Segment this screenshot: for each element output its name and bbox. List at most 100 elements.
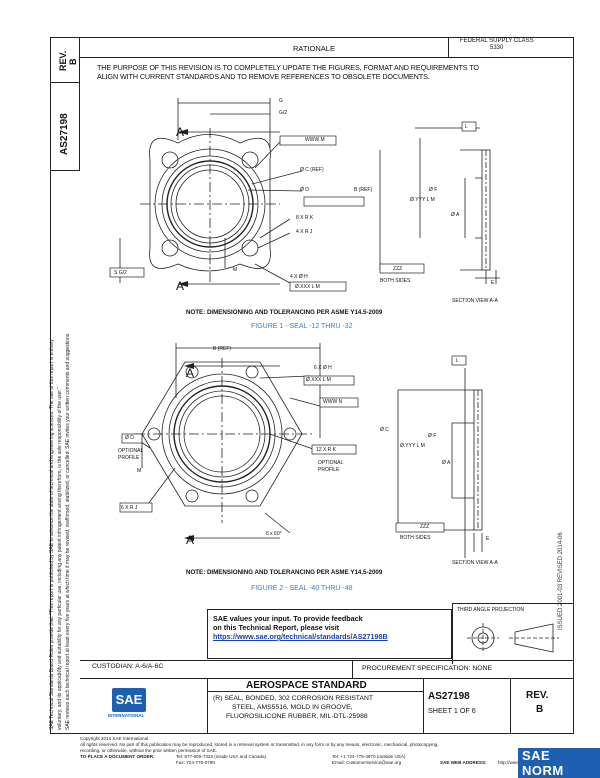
feedback-box: SAE values your input. To provide feedba… [207,609,452,659]
fig2-www-n: WWW N [323,399,343,405]
fig1-section: SECTION VIEW A-A [452,298,498,304]
fig1-caption: FIGURE 1 - SEAL -12 THRU -32 [251,323,353,330]
aerospace-standard: AEROSPACE STANDARD [246,680,367,691]
title-doc-number: AS27198 [428,691,470,702]
side-notice-line1: SAE Technical Standards Board Rules prov… [49,339,55,730]
fig1-a-bottom: A [176,279,185,293]
fig2-a-top: A [186,366,195,380]
title-block-divider-2 [423,678,424,734]
title-block-divider-1 [207,678,208,734]
rationale-text-1: THE PURPOSE OF THIS REVISION IS TO COMPL… [97,63,479,72]
watermark: SAE NORM [518,748,600,778]
fig2-zzz: ZZZ [420,524,430,530]
fig1-xxx-lm: Ø.XXX L M [295,284,320,290]
fig2-xxx-lm: Ø.XXX L M [306,377,331,383]
fig1-b-ref: B (REF) [354,187,373,193]
title-line-2: STEEL, AMS5516, MOLD IN GROOVE, [232,704,353,711]
fig1-l: L [465,124,468,130]
title-block-divider-3 [510,678,511,734]
fig2-yyy-lm: Ø.YYY L M [400,443,425,449]
sae-logo-sub: INTERNATIONAL [108,713,145,718]
fed-supply-class: FEDERAL SUPPLY CLASS [460,38,534,44]
doc-number-box: AS27198 [50,83,80,171]
footer-contact-row: Fax: 724-776-0790 Email: CustomerService… [80,760,580,766]
fig2-both-sides: BOTH SIDES [400,535,431,541]
title-line-3: FLUOROSILICONE RUBBER, MIL-DTL-25988 [226,713,368,720]
fig1-note: NOTE: DIMENSIONING AND TOLERANCING PER A… [186,309,383,316]
sheet-number: SHEET 1 OF 6 [428,706,476,715]
fig1-4xh: 4 X Ø H [290,274,308,280]
fig1-zzz: ZZZ [393,266,403,272]
rev-box: REV. B [50,37,80,83]
header-rule [80,57,574,58]
projection-label: THIRD ANGLE PROJECTION [457,607,524,613]
fig1-both-sides: BOTH SIDES [380,278,411,284]
fig2-l: L [456,358,459,364]
rev-value-vertical: B [68,58,78,66]
projection-box: THIRD ANGLE PROJECTION [452,603,574,664]
fig2-6xrj: 6 X R J [121,505,138,511]
footer-fax: Fax: 724-776-0790 [176,760,215,765]
footer-web[interactable]: http://www.sae.org [498,760,536,765]
footer-rights: All rights reserved. No part of this pub… [80,742,439,747]
footer-email: Email: CustomerService@sae.org [332,760,402,765]
footer-tel-2: Tel: +1 724-776-4970 (outside USA) [332,754,406,759]
figure-1-drawing [109,98,500,292]
fig2-phi-a: Ø A [442,460,451,466]
fig2-phi-f: Ø F [428,433,437,439]
footer-order-label: TO PLACE A DOCUMENT ORDER: [80,754,155,759]
drawing-frame [50,37,574,734]
fig2-phi-c: Ø C [380,427,389,433]
fig2-phi-d: Ø D [125,435,134,441]
rationale-text-2: ALIGN WITH CURRENT STANDARDS AND TO REMO… [97,72,430,81]
footer-copyright: Copyright 2014 SAE International [80,736,149,741]
side-notice-line2: voluntary, and its applicability and sui… [57,387,63,730]
fig2-6xh: 6 X Ø H [314,365,332,371]
fig1-phi-d: Ø D [300,187,309,193]
procurement-spec: PROCUREMENT SPECIFICATION: NONE [362,665,493,672]
fig1-g2-label: G/2 [279,110,288,116]
fig1-e: E [491,280,495,286]
fig1-g-label: G [279,98,283,104]
fig1-4xrj: 4 X R J [296,229,313,235]
fig1-phi-a: Ø A [451,212,460,218]
footer-web-label: SAE WEB ADDRESS: [440,760,487,765]
fig2-6x60: 6 x 60° [266,531,282,537]
fsc-divider [448,37,449,57]
custodian-top-rule [80,660,574,661]
fig2-section: SECTION VIEW A-A [452,560,498,566]
fig2-m: M [137,468,142,474]
projection-symbol [467,623,559,653]
feedback-link[interactable]: https://www.sae.org/technical/standards/… [213,632,388,641]
fig2-b-ref: B (REF) [213,346,232,352]
fig1-yyy-lm: Ø.YYY L M [410,197,435,203]
fig2-optional-profile-right: OPTIONAL PROFILE [318,460,344,473]
fig1-8xrk: 8 X R K [296,215,314,221]
fed-supply-number: 5330 [490,45,504,51]
title-line-1: (R) SEAL, BONDED, 302 CORROSION RESISTAN… [213,695,374,702]
fig2-e: E [486,536,490,542]
fig1-phi-f: Ø F [429,187,438,193]
aero-rule [207,691,423,692]
fig1-s-g2: S G/2 [114,270,127,276]
side-notice-line3: SAE reviews each technical report at lea… [65,332,71,730]
figure-2-drawing [119,343,483,558]
fig1-phi-c-ref: Ø C (REF) [300,167,324,173]
footer-tel-1: Tel: 877-606-7323 (inside USA and Canada… [176,754,267,759]
footer-order-row: TO PLACE A DOCUMENT ORDER: Tel: 877-606-… [80,754,580,760]
footer-rights-2: recording, or otherwise, without the pri… [80,748,218,753]
fig1-a-top: A [176,125,185,139]
sae-logo: SAE [112,688,146,712]
rev-label-vertical: REV. [58,50,68,71]
custodian-divider [352,660,353,678]
fig1-m: M [233,267,238,273]
feedback-line-2: on this Technical Report, please visit [213,623,340,632]
fig2-optional-profile-left: OPTIONAL PROFILE [118,448,144,461]
fig2-caption: FIGURE 2 - SEAL -40 THRU -48 [251,585,353,592]
fig2-a-bottom: A [186,533,195,547]
title-block-top-rule [80,678,574,679]
footer: Copyright 2014 SAE International All rig… [80,736,580,766]
custodian: CUSTODIAN: A-6/A-6C [92,663,164,670]
fig1-www-m: WWW M [305,137,325,143]
fig2-note: NOTE: DIMENSIONING AND TOLERANCING PER A… [186,569,383,576]
